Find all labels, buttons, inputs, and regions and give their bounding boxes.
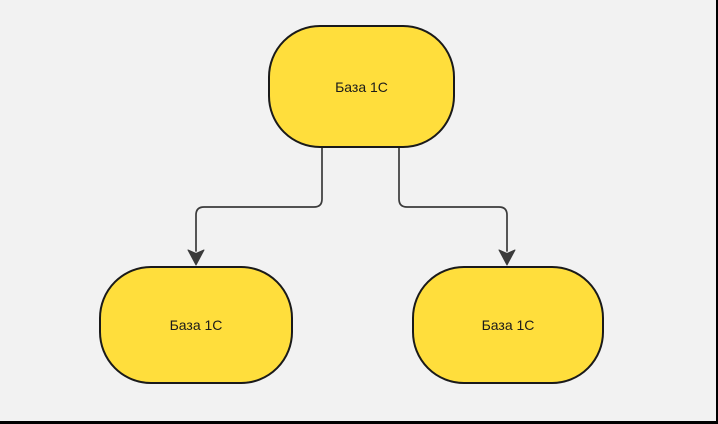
node-bottom-left[interactable]: База 1С	[99, 266, 293, 384]
arrowhead-right-icon	[498, 249, 516, 266]
window-frame-bottom-edge	[0, 421, 718, 424]
node-bottom-right[interactable]: База 1С	[412, 266, 604, 384]
edge-root-to-right	[398, 147, 508, 252]
node-bottom-right-label: База 1С	[481, 317, 535, 333]
arrowhead-left-icon	[187, 249, 205, 266]
node-bottom-left-label: База 1С	[169, 317, 223, 333]
node-root[interactable]: База 1С	[268, 25, 455, 148]
node-root-label: База 1С	[335, 78, 388, 95]
edge-root-to-left	[195, 147, 323, 252]
window-frame-right-edge	[716, 0, 718, 424]
